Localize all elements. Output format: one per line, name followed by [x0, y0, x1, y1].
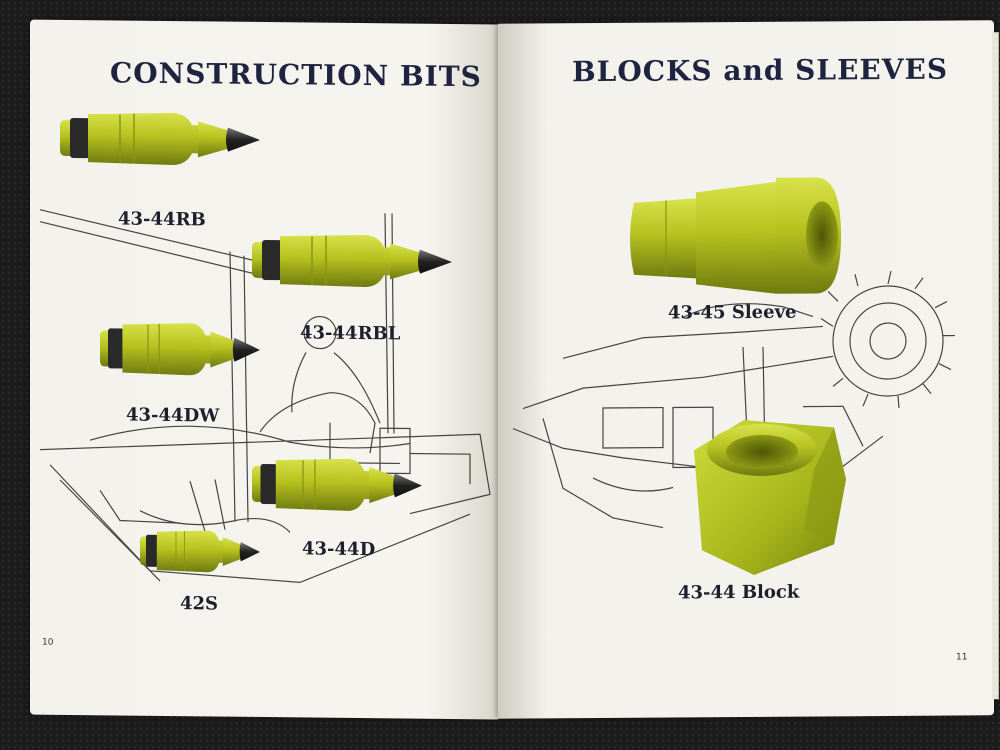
open-catalog: CONSTRUCTION BITS [30, 19, 999, 720]
bit-43-44dw-image [99, 321, 261, 377]
cutter-machine-illustration [512, 270, 955, 529]
bit-label: 43-44DW [126, 404, 220, 427]
bit-label: 43-44D [302, 538, 376, 561]
block-label: 43-44 Block [678, 581, 800, 604]
sleeve-43-45-image [630, 177, 841, 294]
sleeve-label: 43-45 Sleeve [668, 301, 797, 324]
bit-43-44d-image [251, 457, 423, 513]
bit-label: 43-44RBL [300, 322, 401, 345]
bit-42s-image [139, 529, 261, 574]
bit-label: 43-44RB [118, 208, 206, 231]
right-page: BLOCKS and SLEEVES [498, 20, 999, 719]
page-edge [992, 32, 999, 700]
left-page: CONSTRUCTION BITS [30, 19, 498, 720]
bit-label: 42S [180, 593, 219, 615]
bit-43-44rbl-image [251, 233, 453, 289]
block-43-44-image [694, 420, 846, 575]
page-title-construction-bits: CONSTRUCTION BITS [110, 56, 482, 94]
page-number: 10 [42, 637, 54, 648]
page-title-blocks-sleeves: BLOCKS and SLEEVES [572, 52, 949, 89]
page-number: 11 [956, 652, 968, 663]
bit-43-44rb-image [59, 111, 261, 167]
